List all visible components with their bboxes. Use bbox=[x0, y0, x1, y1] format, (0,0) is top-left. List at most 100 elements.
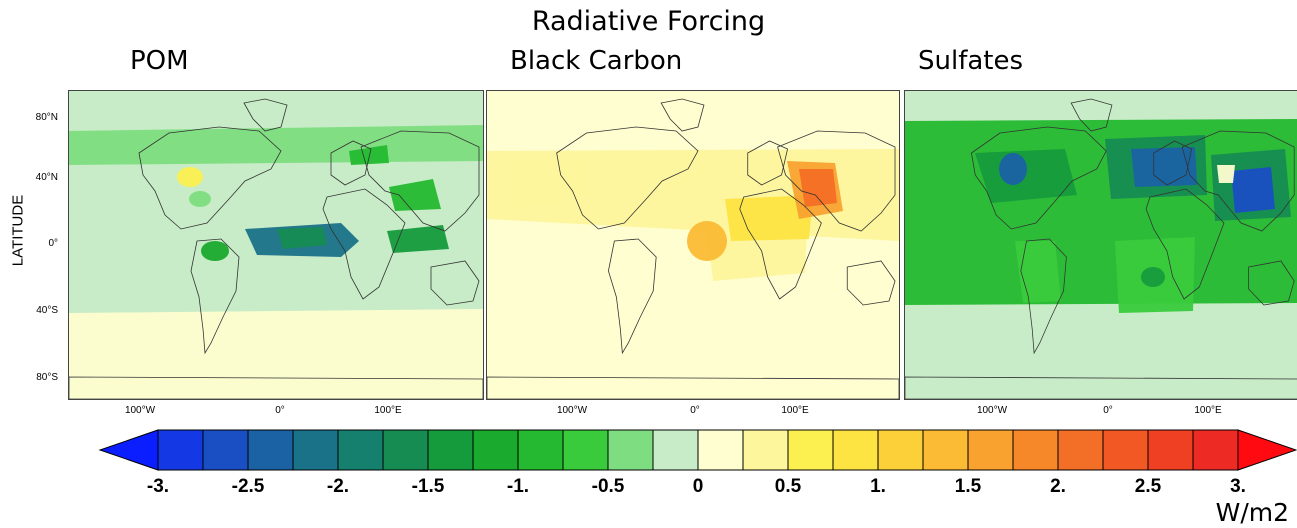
colorbar-tick-label: 2.5 bbox=[1134, 476, 1162, 497]
forcing-region bbox=[189, 191, 211, 207]
lon-tick: 100°W bbox=[976, 405, 1008, 416]
colorbar-tick-label: -2. bbox=[326, 476, 350, 497]
colorbar-bin bbox=[607, 429, 654, 471]
coastline bbox=[487, 376, 899, 399]
lon-tick: 100°W bbox=[556, 405, 588, 416]
coastline bbox=[243, 98, 288, 132]
colorbar-bin bbox=[292, 429, 339, 471]
forcing-region bbox=[725, 195, 813, 241]
sulfates-forcing-map bbox=[905, 91, 1297, 399]
y-axis-label: LATITUDE bbox=[9, 194, 27, 267]
forcing-region bbox=[277, 227, 327, 249]
colorbar-bin bbox=[742, 429, 789, 471]
coastline bbox=[1020, 238, 1067, 355]
lon-tick: 0° bbox=[1103, 405, 1113, 416]
forcing-region bbox=[201, 241, 229, 261]
colorbar-tick-label: -2.5 bbox=[231, 476, 265, 497]
forcing-region bbox=[687, 221, 727, 261]
lon-tick: 100°E bbox=[1194, 405, 1222, 416]
forcing-region bbox=[975, 149, 1077, 203]
colorbar-tick-label: -3. bbox=[146, 476, 170, 497]
colorbar-bin bbox=[382, 429, 429, 471]
colorbar-tick-label: 1.5 bbox=[954, 476, 982, 497]
coastline bbox=[739, 188, 822, 300]
forcing-region bbox=[1141, 267, 1165, 287]
panel-title-sulfates: Sulfates bbox=[918, 46, 1024, 76]
colorbar-bin bbox=[427, 429, 474, 471]
lon-tick: 100°W bbox=[124, 405, 156, 416]
colorbar-bin bbox=[877, 429, 924, 471]
colorbar-bin bbox=[517, 429, 564, 471]
colorbar-bin bbox=[1057, 429, 1104, 471]
lat-tick: 80°S bbox=[36, 372, 58, 383]
colorbar-bin bbox=[922, 429, 969, 471]
lat-tick: 80°N bbox=[35, 112, 58, 123]
colorbar-bin bbox=[202, 429, 249, 471]
colorbar-bin bbox=[1147, 429, 1194, 471]
colorbar-tick-label: 0 bbox=[692, 476, 704, 497]
forcing-region bbox=[69, 309, 483, 399]
lon-tick: 0° bbox=[275, 405, 285, 416]
forcing-region bbox=[387, 225, 449, 253]
coastline bbox=[1248, 260, 1295, 306]
coastline bbox=[608, 238, 657, 355]
colorbar-bin bbox=[697, 429, 744, 471]
colorbar bbox=[98, 429, 1297, 471]
colorbar-bin bbox=[337, 429, 384, 471]
coastline bbox=[556, 126, 699, 230]
panel-title-pom: POM bbox=[130, 46, 189, 76]
forcing-region bbox=[177, 167, 203, 187]
coastline bbox=[971, 126, 1107, 230]
colorbar-extend-high bbox=[1237, 429, 1297, 471]
forcing-region bbox=[1131, 147, 1197, 187]
forcing-region bbox=[69, 125, 483, 165]
colorbar-bin bbox=[157, 429, 204, 471]
coastlines bbox=[69, 98, 483, 399]
coastline bbox=[322, 188, 406, 300]
colorbar-tick-label: 2. bbox=[1050, 476, 1066, 497]
colorbar-bin bbox=[1102, 429, 1149, 471]
colorbar-tick-label: 3. bbox=[1230, 476, 1246, 497]
lon-tick: 100°E bbox=[374, 405, 402, 416]
colorbar-bin bbox=[967, 429, 1014, 471]
coastline bbox=[777, 130, 896, 232]
lat-tick: 40°S bbox=[36, 305, 58, 316]
pom-forcing-map bbox=[69, 91, 483, 399]
lon-tick: 0° bbox=[690, 405, 700, 416]
colorbar-extend-low bbox=[98, 429, 159, 471]
colorbar-tick-label: -1. bbox=[506, 476, 530, 497]
colorbar-tick-label: 0.5 bbox=[774, 476, 802, 497]
colorbar-tick-label: -0.5 bbox=[591, 476, 625, 497]
forcing-region bbox=[1015, 241, 1061, 303]
map-panel-black-carbon bbox=[486, 90, 900, 400]
coastline bbox=[430, 260, 480, 306]
coastline bbox=[660, 98, 705, 132]
coastline bbox=[1181, 130, 1295, 232]
forcing-region bbox=[1217, 165, 1235, 183]
lat-tick: 40°N bbox=[35, 172, 58, 183]
map-panel-pom bbox=[68, 90, 484, 400]
coastline bbox=[1153, 140, 1193, 186]
colorbar-bin bbox=[787, 429, 834, 471]
colorbar-bin bbox=[832, 429, 879, 471]
colorbar-bin bbox=[1012, 429, 1059, 471]
colorbar-tick-label: 1. bbox=[870, 476, 886, 497]
forcing-region bbox=[1231, 167, 1275, 213]
forcing-region bbox=[507, 157, 587, 207]
panel-title-black-carbon: Black Carbon bbox=[510, 46, 683, 76]
colorbar-bin bbox=[247, 429, 294, 471]
coastlines bbox=[905, 98, 1297, 399]
colorbar-bin bbox=[1192, 429, 1239, 471]
black-carbon-forcing-map bbox=[487, 91, 899, 399]
colorbar-tick-label: -1.5 bbox=[411, 476, 445, 497]
coastline bbox=[330, 140, 372, 186]
forcing-region bbox=[349, 145, 389, 165]
coastline bbox=[138, 126, 282, 230]
coastline bbox=[905, 376, 1297, 399]
lon-tick: 100°E bbox=[781, 405, 809, 416]
coastline bbox=[1145, 188, 1225, 300]
lat-tick: 0° bbox=[48, 238, 58, 249]
colorbar-bin bbox=[652, 429, 699, 471]
colorbar-bin bbox=[562, 429, 609, 471]
coastline bbox=[1070, 98, 1113, 132]
